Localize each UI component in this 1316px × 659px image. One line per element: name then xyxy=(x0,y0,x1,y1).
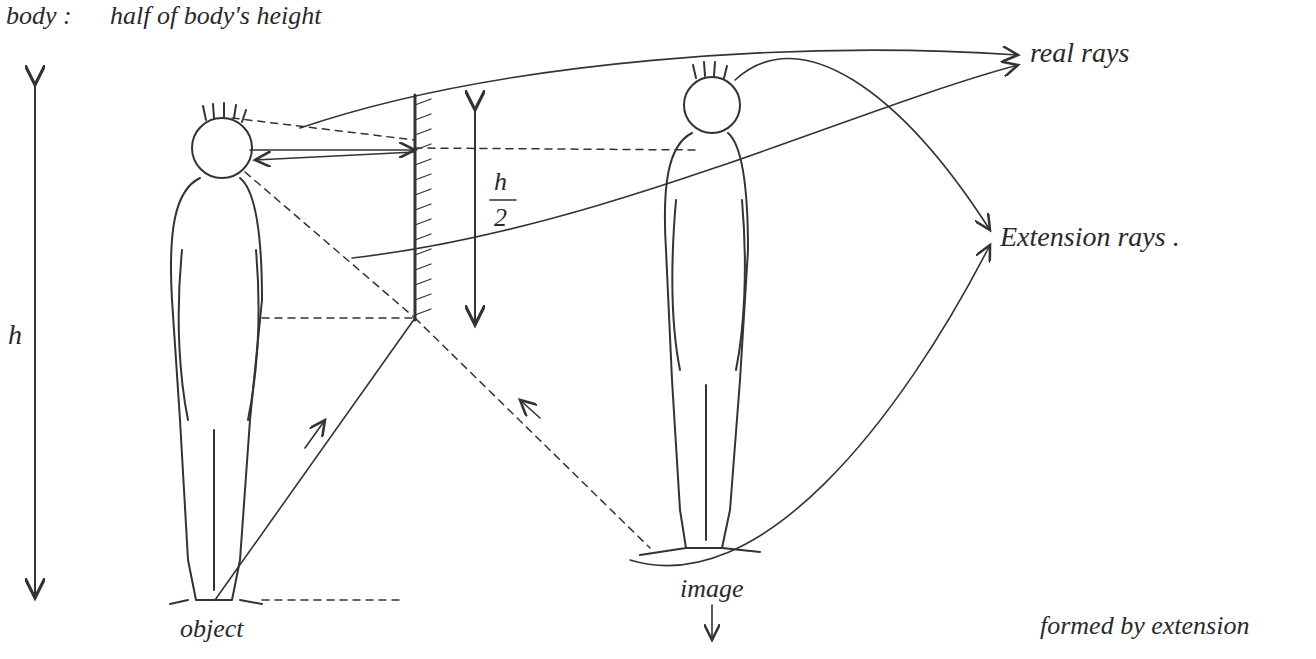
dimension-label: 2 xyxy=(494,204,507,233)
ray-label: real rays xyxy=(1030,38,1129,69)
ray-label: Extension rays . xyxy=(1000,222,1180,253)
figure-label: object xyxy=(180,615,244,644)
note-text: half of body's height xyxy=(110,2,321,31)
figure-label: image xyxy=(680,575,744,604)
note-text: body : xyxy=(6,2,72,31)
note-text: formed by extension xyxy=(1040,612,1249,641)
dimension-label: h xyxy=(494,168,507,197)
dimension-label: h xyxy=(8,320,22,351)
